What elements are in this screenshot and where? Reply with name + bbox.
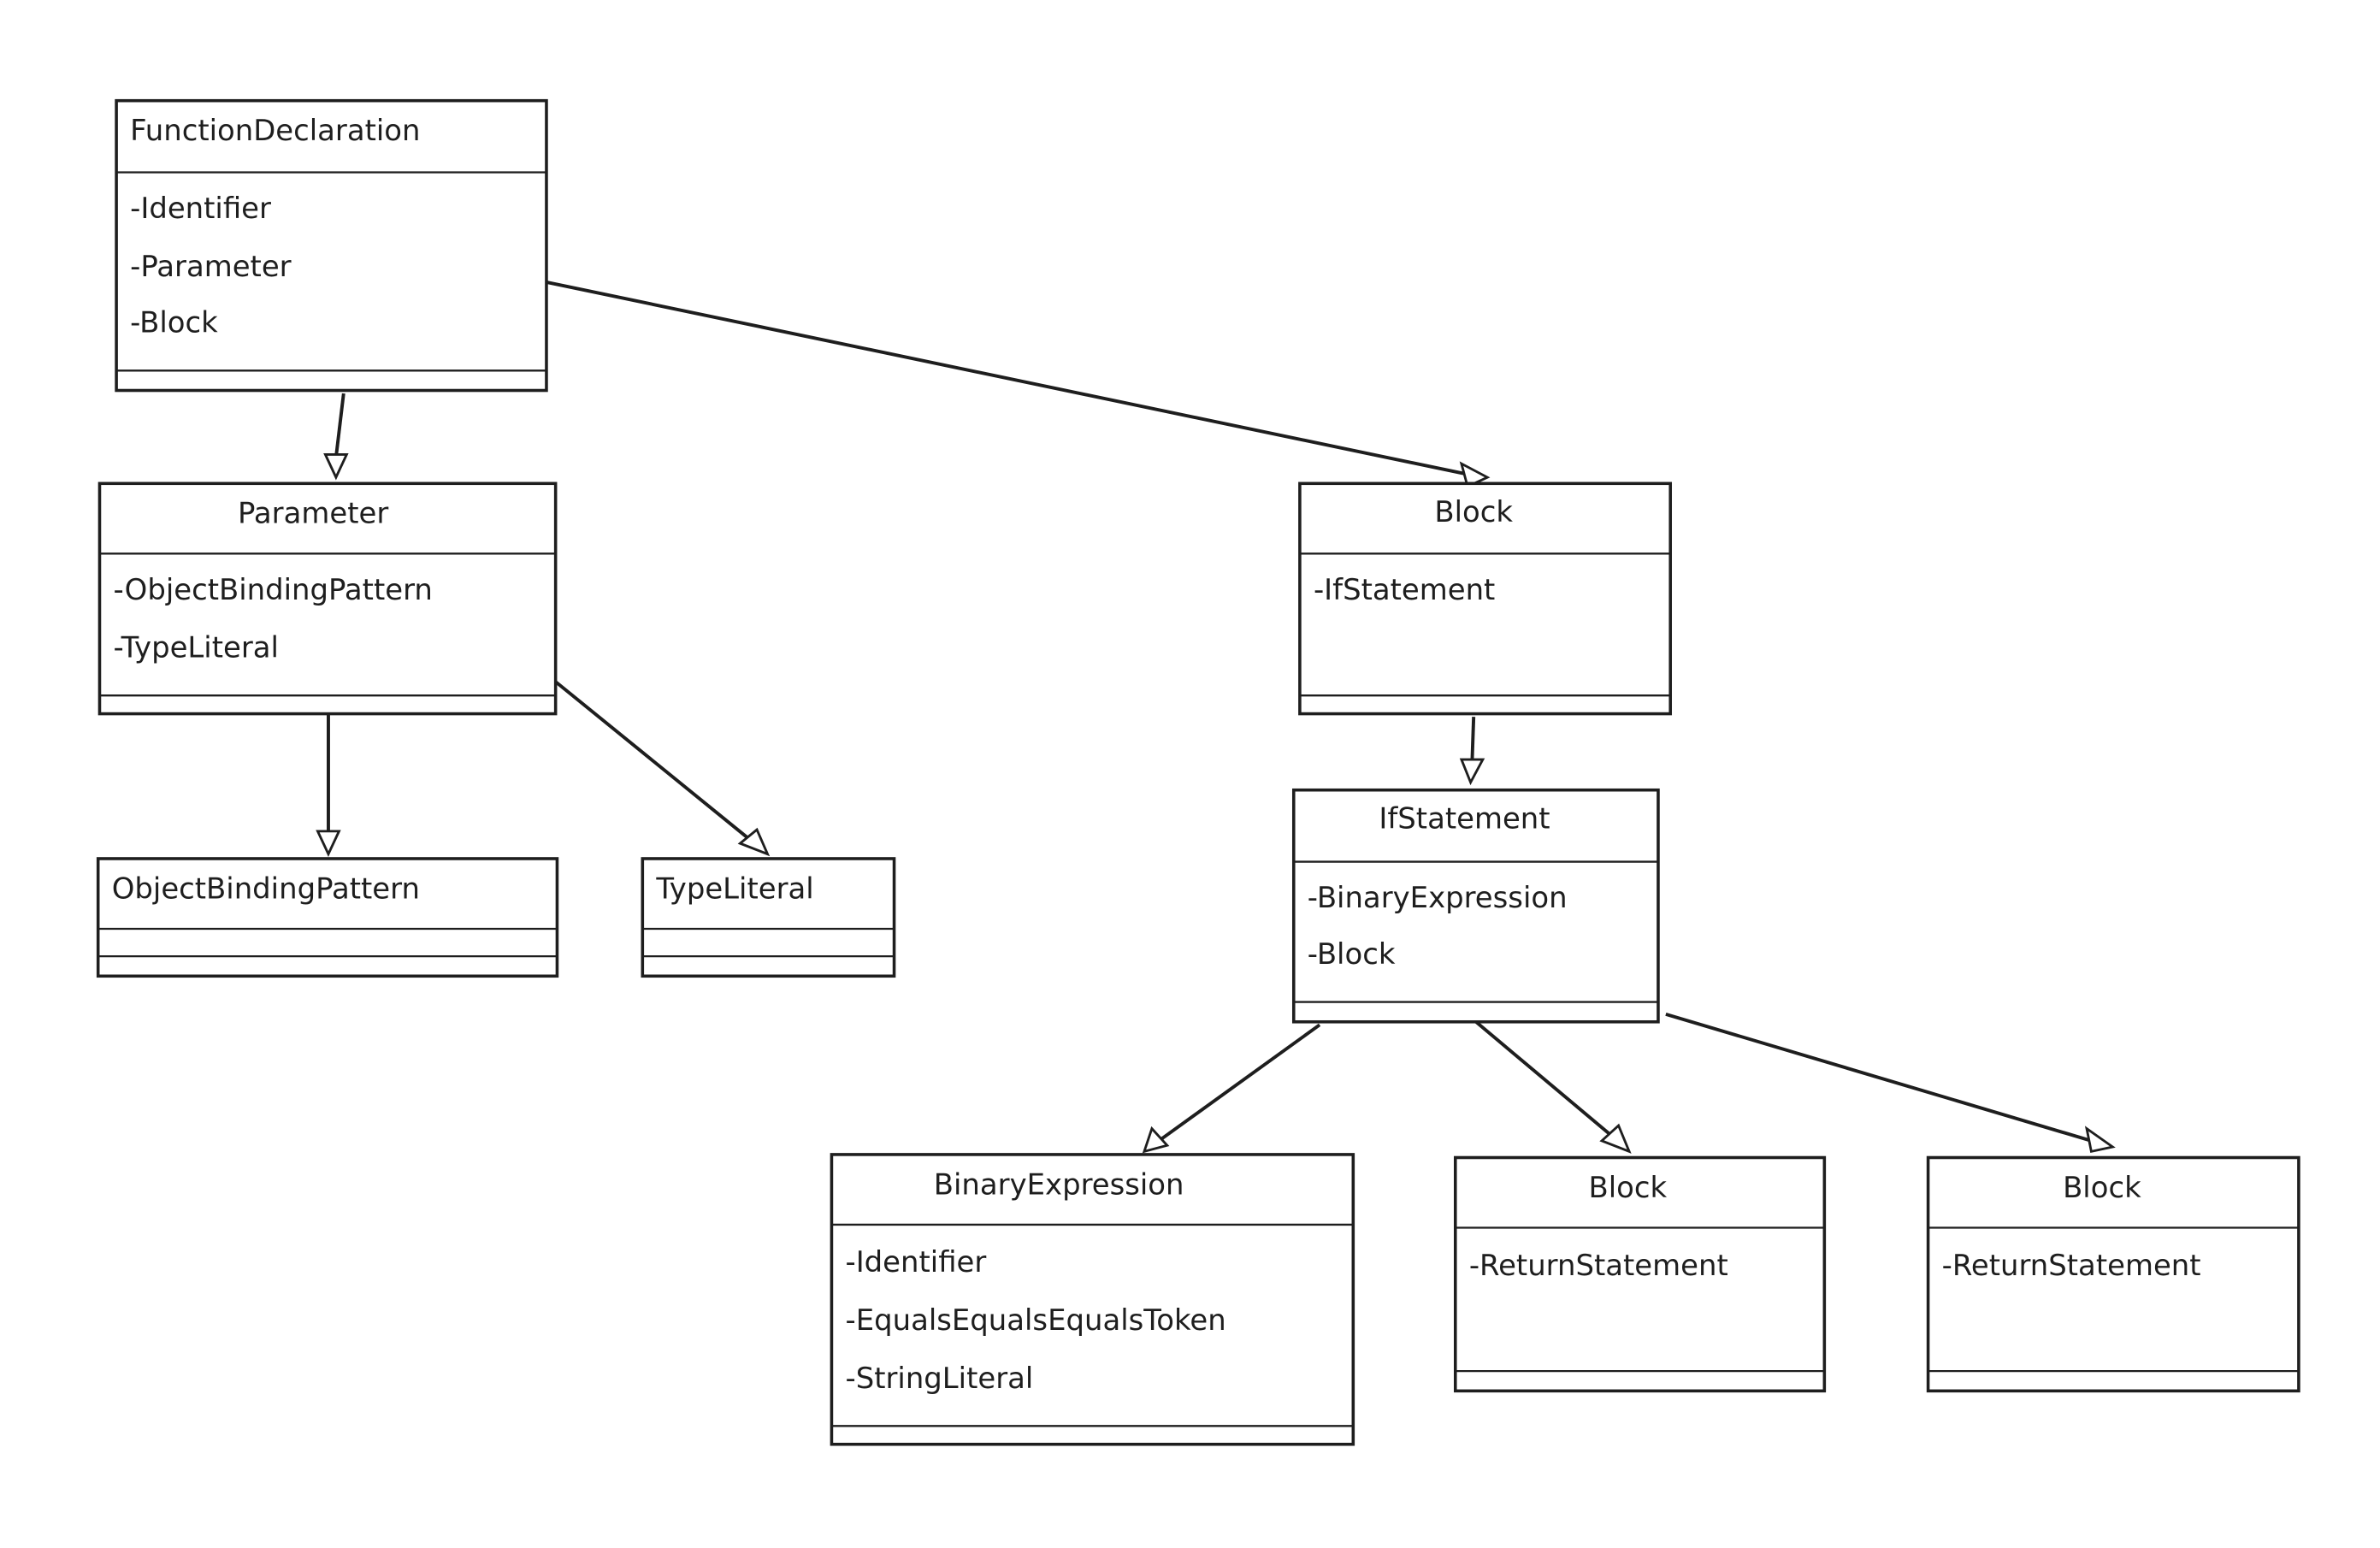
class-box-ifstatement[interactable]: IfStatement -BinaryExpression -Block <box>1291 788 1660 1024</box>
class-member: -ObjectBindingPattern <box>114 573 433 606</box>
edge-parameter-typeliteral <box>554 680 771 857</box>
class-title: Block <box>1434 495 1513 529</box>
class-title: Block <box>2063 1171 2141 1204</box>
edge-ifstatement-binaryexpression <box>1142 1023 1321 1154</box>
edge-functiondeclaration-block <box>546 280 1491 488</box>
class-member: -Block <box>130 306 218 340</box>
class-member: -Parameter <box>130 250 292 283</box>
edge-ifstatement-block-else <box>1665 1012 2116 1154</box>
class-box-parameter[interactable]: Parameter -ObjectBindingPattern -TypeLit… <box>97 482 558 716</box>
class-box-block[interactable]: Block -IfStatement <box>1298 482 1673 716</box>
edge-parameter-objectbindingpattern <box>316 713 341 857</box>
class-box-typeliteral[interactable]: TypeLiteral <box>641 857 896 978</box>
edge-block-ifstatement <box>1459 717 1485 786</box>
class-member: -Block <box>1308 937 1396 971</box>
class-title: Parameter <box>238 497 388 530</box>
class-box-block-then[interactable]: Block -ReturnStatement <box>1454 1155 1827 1393</box>
class-member: -ReturnStatement <box>1469 1249 1728 1282</box>
class-title: BinaryExpression <box>934 1167 1184 1201</box>
class-member: -EqualsEqualsEqualsToken <box>845 1303 1225 1337</box>
class-member: -Identifier <box>130 192 271 225</box>
edges <box>316 280 2116 1154</box>
class-title: Block <box>1588 1171 1667 1204</box>
class-title: IfStatement <box>1379 801 1550 835</box>
class-title: FunctionDeclaration <box>130 114 420 147</box>
edge-functiondeclaration-parameter <box>323 393 349 481</box>
class-member: -StringLiteral <box>845 1362 1033 1395</box>
class-box-objectbindingpattern[interactable]: ObjectBindingPattern <box>96 857 559 978</box>
class-member: -IfStatement <box>1314 573 1495 606</box>
class-box-functiondeclaration[interactable]: FunctionDeclaration -Identifier -Paramet… <box>115 98 548 393</box>
class-member: -ReturnStatement <box>1942 1249 2201 1282</box>
edge-ifstatement-block-then <box>1460 1008 1632 1154</box>
class-box-block-else[interactable]: Block -ReturnStatement <box>1926 1155 2300 1393</box>
class-member: -Identifier <box>845 1245 986 1279</box>
class-title: TypeLiteral <box>655 871 813 905</box>
class-member: -BinaryExpression <box>1308 881 1568 914</box>
class-title: ObjectBindingPattern <box>112 871 420 905</box>
class-member: -TypeLiteral <box>114 631 279 665</box>
class-box-binaryexpression[interactable]: BinaryExpression -Identifier -EqualsEqua… <box>830 1153 1355 1446</box>
